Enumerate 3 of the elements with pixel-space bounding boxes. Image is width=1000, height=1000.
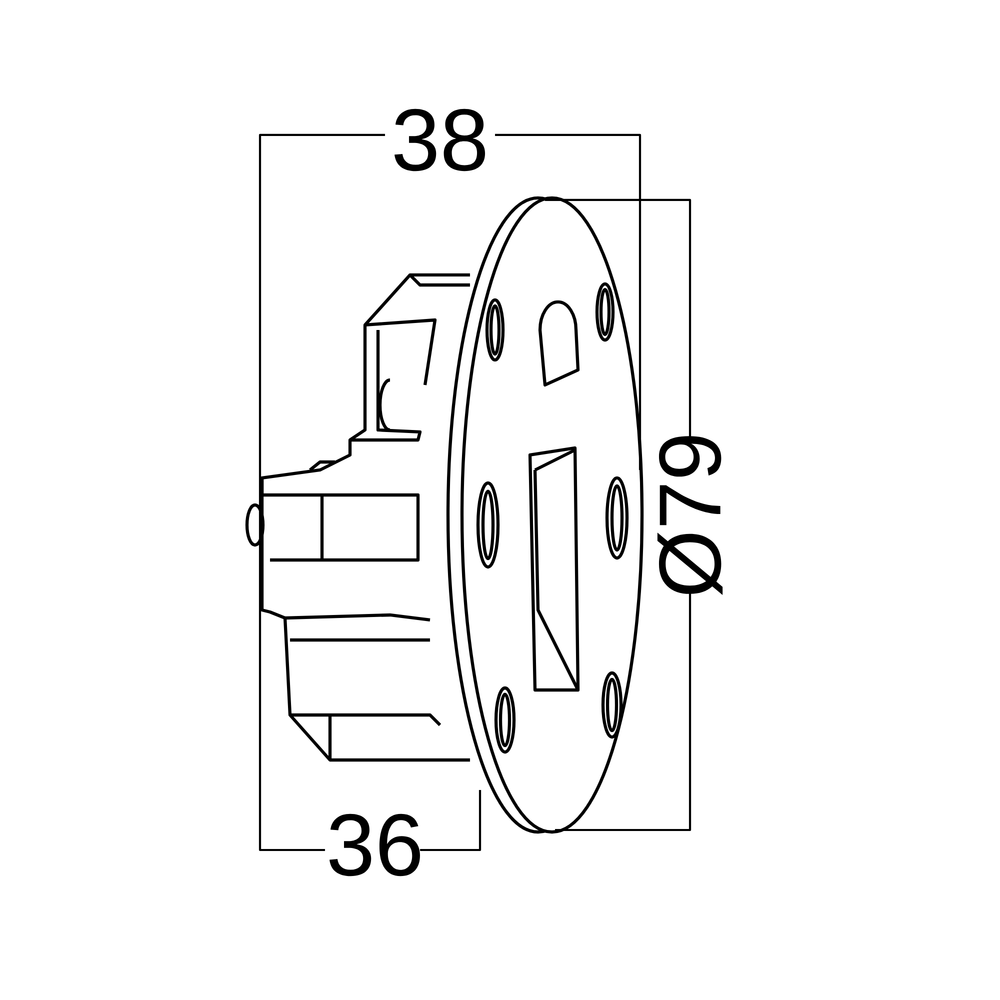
- dimension-label: 38: [394, 108, 486, 172]
- dimension-label: 36: [330, 814, 420, 876]
- dimension-label: Ø79: [657, 436, 723, 595]
